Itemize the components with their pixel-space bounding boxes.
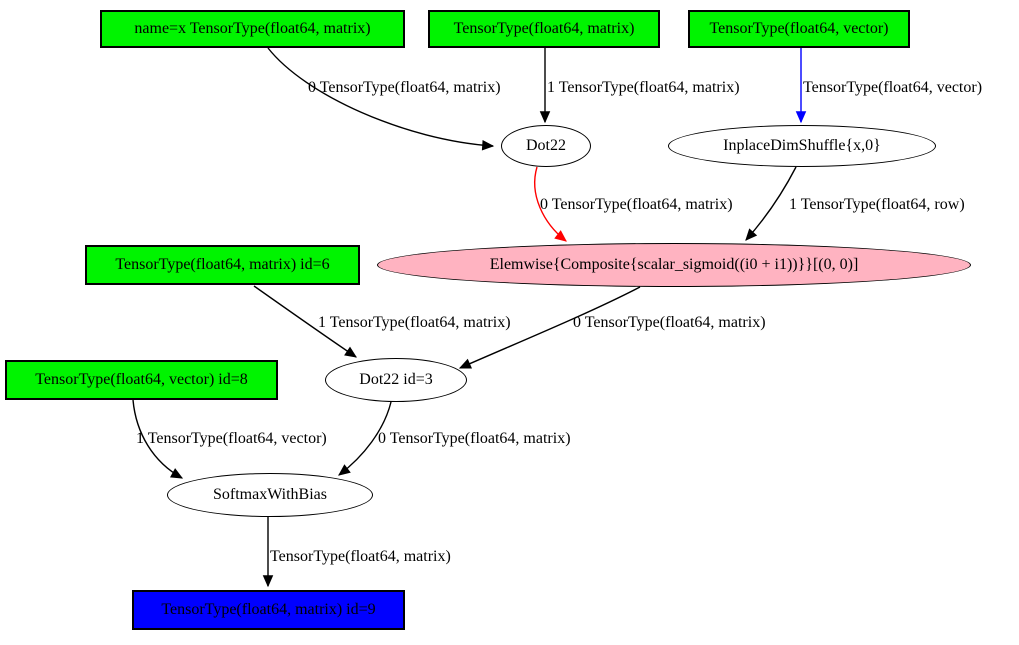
- edge-id8-to-softmax: [132, 399, 184, 479]
- edge-elemwise-to-dot22id3: [458, 286, 641, 369]
- edge-label-dot22-to-elemwise: 0 TensorType(float64, matrix): [540, 196, 733, 213]
- node-op-dot22-id3: Dot22 id=3: [325, 358, 467, 402]
- edge-dimshuffle-to-elemwise: [745, 166, 797, 241]
- edge-dot22id3-to-softmax: [338, 401, 392, 476]
- edge-label-vector-to-dimshuffle: TensorType(float64, vector): [803, 79, 983, 96]
- node-input-vector: TensorType(float64, vector): [688, 10, 910, 48]
- node-input-x: name=x TensorType(float64, matrix): [100, 10, 405, 48]
- edge-id6-to-dot22id3: [253, 285, 357, 358]
- edge-label-id6-to-dot22id3: 1 TensorType(float64, matrix): [318, 314, 511, 331]
- node-op-inplacedimshuffle: InplaceDimShuffle{x,0}: [668, 125, 936, 167]
- node-op-dot22: Dot22: [501, 125, 591, 167]
- node-input-id6: TensorType(float64, matrix) id=6: [85, 245, 360, 285]
- node-input-id8: TensorType(float64, vector) id=8: [5, 360, 278, 400]
- edge-x-to-dot22: [267, 47, 495, 151]
- edge-label-dimshuffle-to-elemwise: 1 TensorType(float64, row): [789, 196, 965, 213]
- edge-label-matrix-to-dot22: 1 TensorType(float64, matrix): [547, 79, 740, 96]
- node-output-id9: TensorType(float64, matrix) id=9: [132, 590, 405, 630]
- edge-label-softmax-to-output: TensorType(float64, matrix): [270, 548, 451, 565]
- node-op-elemwise-sigmoid: Elemwise{Composite{scalar_sigmoid((i0 + …: [377, 243, 971, 287]
- edge-label-dot22id3-to-softmax: 0 TensorType(float64, matrix): [378, 430, 571, 447]
- node-op-softmaxwithbias: SoftmaxWithBias: [167, 473, 373, 517]
- edge-label-id8-to-softmax: 1 TensorType(float64, vector): [136, 430, 327, 447]
- node-input-matrix: TensorType(float64, matrix): [428, 10, 660, 48]
- edge-label-x-to-dot22: 0 TensorType(float64, matrix): [308, 79, 501, 96]
- edge-dot22-to-elemwise: [534, 166, 567, 242]
- edge-label-elemwise-to-dot22id3: 0 TensorType(float64, matrix): [573, 314, 766, 331]
